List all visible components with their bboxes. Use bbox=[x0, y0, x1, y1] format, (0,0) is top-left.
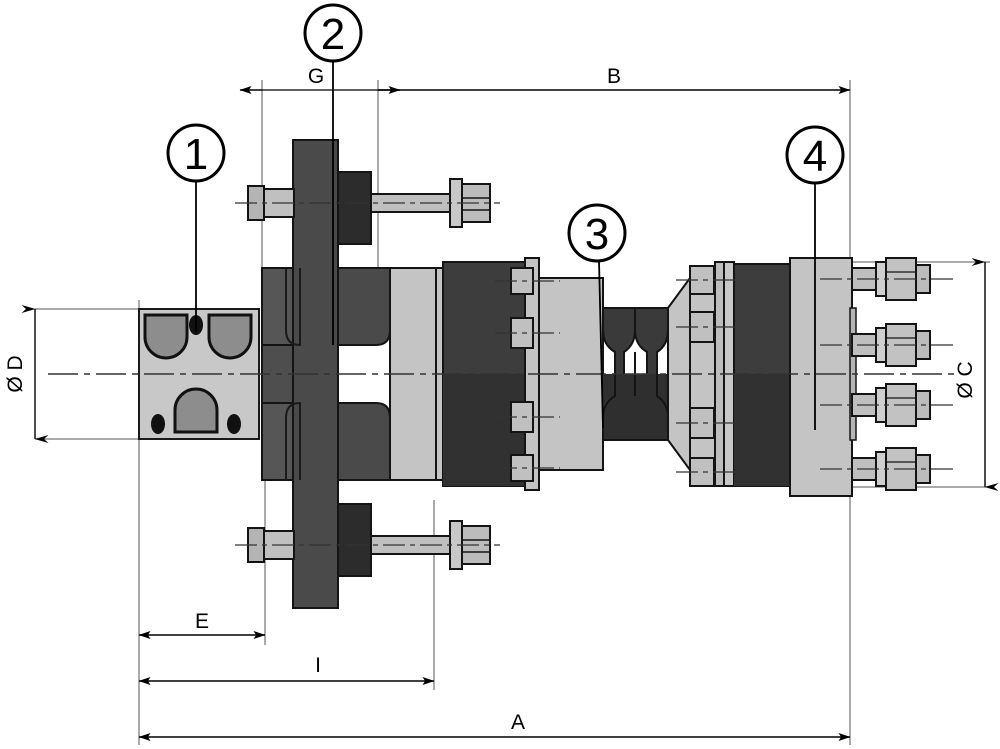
dark-flange-shoulder-lower bbox=[261, 402, 294, 481]
dark-flange-inner-step-upper bbox=[285, 268, 301, 347]
callout-3-leader bbox=[598, 260, 604, 429]
hub-bore-upper-left bbox=[143, 313, 189, 360]
callout-2-label: 2 bbox=[321, 10, 345, 59]
callout-balloon-3[interactable]: 3 bbox=[567, 203, 627, 429]
dark-flange-notch-upper bbox=[337, 267, 391, 346]
callout-2-circle bbox=[303, 3, 363, 63]
dimension-g-label: G bbox=[308, 65, 324, 88]
callout-3-label: 3 bbox=[585, 210, 609, 259]
dimension-a-label: A bbox=[511, 711, 525, 734]
dark-ring-upper bbox=[337, 171, 372, 245]
dark-flange-shoulder-upper bbox=[261, 267, 294, 346]
dimension-i: I bbox=[138, 654, 435, 685]
callout-4-label: 4 bbox=[803, 132, 827, 181]
callout-1-circle bbox=[166, 123, 226, 183]
hub-pin-hole-lower-right bbox=[227, 414, 241, 434]
dark-ring-lower bbox=[337, 503, 372, 577]
dimension-d-label: Ø D bbox=[4, 355, 27, 392]
right-assembly-group bbox=[667, 257, 857, 497]
callout-3-circle bbox=[567, 203, 627, 263]
callout-balloon-4[interactable]: 4 bbox=[785, 125, 845, 430]
dimension-e: E bbox=[138, 610, 266, 639]
callout-1-label: 1 bbox=[184, 130, 208, 179]
right-dark-bushing-lower-shade bbox=[734, 374, 790, 486]
dimension-b-label: B bbox=[607, 65, 621, 88]
callout-4-circle bbox=[785, 125, 845, 185]
callout-balloon-2[interactable]: 2 bbox=[303, 3, 363, 345]
dimension-e-label: E bbox=[195, 610, 209, 633]
hub-pin-hole-lower-left bbox=[151, 414, 165, 434]
dimension-b: B bbox=[378, 65, 851, 94]
part-3-elastomer-group bbox=[602, 307, 669, 441]
dimension-diameter-d: Ø D bbox=[4, 305, 49, 443]
hub-bore-lower-center bbox=[173, 387, 219, 434]
dimension-i-label: I bbox=[315, 654, 321, 677]
hub-bore-upper-right bbox=[207, 313, 253, 360]
part-4-right-flange-body bbox=[789, 257, 853, 497]
dark-flange-notch-lower bbox=[337, 402, 391, 481]
bolt-upper-part2 bbox=[247, 178, 491, 228]
dark-flange-inner-step-lower bbox=[285, 401, 301, 480]
callout-balloon-1[interactable]: 1 bbox=[166, 123, 226, 332]
dimension-diameter-c: Ø C bbox=[954, 258, 999, 491]
dimension-c-label: Ø C bbox=[954, 361, 977, 398]
bolt-axis-centerlines bbox=[235, 202, 955, 546]
dimension-a: A bbox=[138, 711, 851, 741]
